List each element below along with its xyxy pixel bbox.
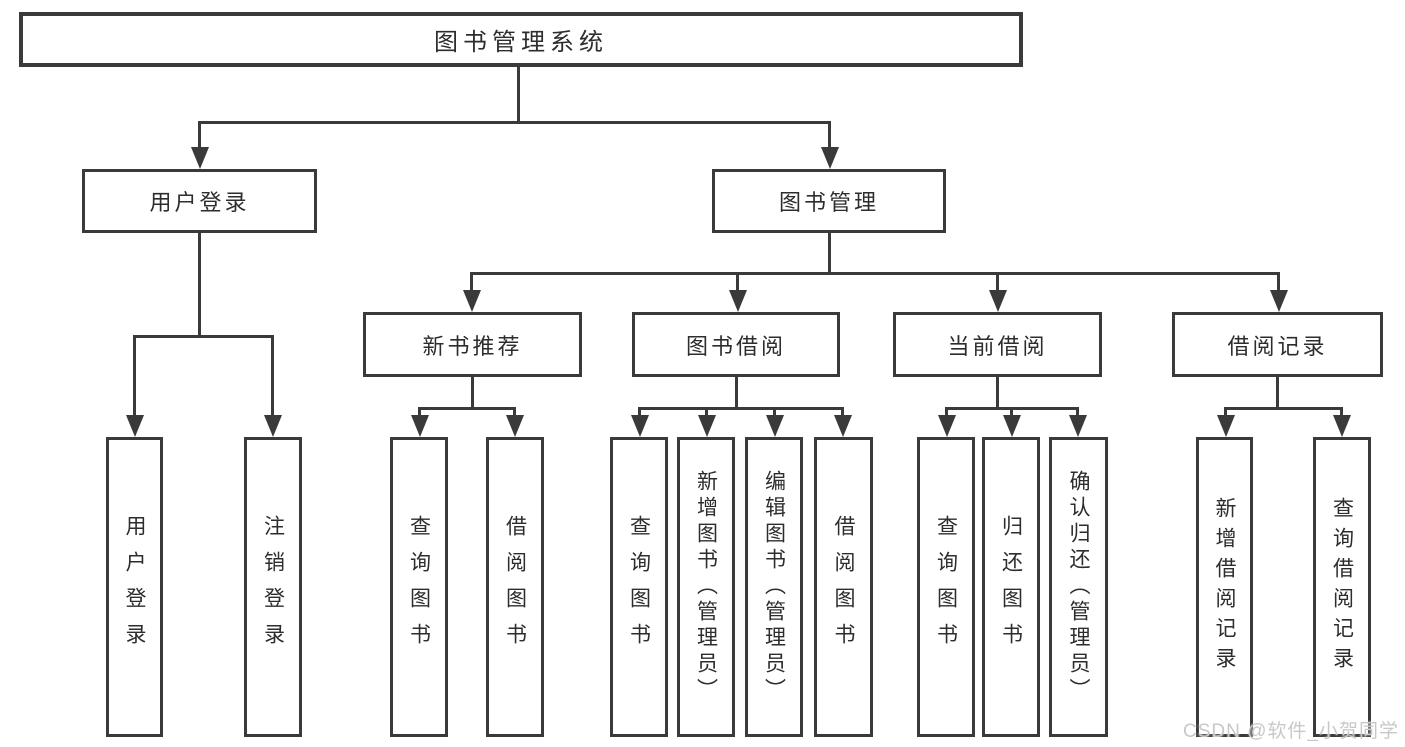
node-root-system: 图书管理系统	[19, 12, 1023, 67]
node-root-label: 图书管理系统	[434, 29, 608, 56]
connector-line	[1224, 407, 1227, 417]
node-book-borrow: 图书借阅	[632, 312, 840, 377]
connector-line	[773, 407, 776, 417]
connector-line	[736, 272, 739, 292]
arrow-down-icon	[1333, 415, 1351, 437]
connector-line	[945, 407, 948, 417]
arrow-down-icon	[938, 415, 956, 437]
connector-line	[1076, 407, 1079, 417]
connector-line	[841, 407, 844, 417]
connector-line	[638, 407, 641, 417]
node-label: 图书管理	[778, 190, 879, 215]
connector-line	[418, 407, 516, 410]
leaf-label: 确认归还（管理员）	[1067, 470, 1090, 704]
connector-line	[517, 67, 520, 121]
connector-line	[1277, 272, 1280, 292]
node-current-borrow: 当前借阅	[893, 312, 1102, 377]
arrow-down-icon	[411, 415, 429, 437]
connector-line	[198, 233, 201, 335]
leaf-query-book-borrow: 查询图书	[610, 437, 668, 737]
node-label: 借阅记录	[1227, 333, 1328, 359]
arrow-down-icon	[264, 415, 282, 437]
leaf-label: 新增图书（管理员）	[694, 470, 718, 704]
connector-line	[470, 272, 1280, 275]
connector-line	[513, 407, 516, 417]
leaf-label: 借阅图书	[503, 515, 527, 659]
arrow-down-icon	[631, 415, 649, 437]
connector-line	[828, 233, 831, 272]
leaf-label: 新增借阅记录	[1213, 497, 1236, 677]
node-new-book-recommend: 新书推荐	[363, 312, 582, 377]
connector-line	[471, 377, 474, 407]
leaf-query-borrow-record: 查询借阅记录	[1313, 437, 1371, 737]
node-book-management: 图书管理	[712, 169, 946, 233]
leaf-logout: 注销登录	[244, 437, 302, 737]
connector-line	[1010, 407, 1013, 417]
connector-line	[996, 377, 999, 407]
connector-line	[1224, 407, 1343, 410]
arrow-down-icon	[989, 290, 1007, 312]
node-borrow-records: 借阅记录	[1172, 312, 1383, 377]
arrow-down-icon	[1270, 290, 1288, 312]
leaf-borrow-book: 借阅图书	[814, 437, 873, 737]
connector-line	[828, 121, 831, 149]
leaf-confirm-return-admin: 确认归还（管理员）	[1049, 437, 1108, 737]
arrow-down-icon	[191, 147, 209, 169]
connector-line	[418, 407, 421, 417]
arrow-down-icon	[1003, 415, 1021, 437]
leaf-add-book-admin: 新增图书（管理员）	[677, 437, 735, 737]
arrow-down-icon	[698, 415, 716, 437]
arrow-down-icon	[821, 147, 839, 169]
leaf-label: 归还图书	[999, 515, 1023, 659]
leaf-label: 用户登录	[123, 515, 146, 659]
node-label: 图书借阅	[685, 333, 786, 359]
arrow-down-icon	[1069, 415, 1087, 437]
connector-line	[996, 272, 999, 292]
leaf-query-book-current: 查询图书	[917, 437, 975, 737]
connector-line	[705, 407, 708, 417]
arrow-down-icon	[506, 415, 524, 437]
arrow-down-icon	[463, 290, 481, 312]
leaf-add-borrow-record: 新增借阅记录	[1196, 437, 1253, 737]
connector-line	[133, 335, 274, 338]
connector-line	[198, 121, 201, 149]
arrow-down-icon	[1217, 415, 1235, 437]
leaf-label: 编辑图书（管理员）	[762, 470, 786, 704]
leaf-label: 注销登录	[261, 515, 285, 659]
node-user-login: 用户登录	[82, 169, 317, 233]
connector-line	[735, 377, 738, 407]
arrow-down-icon	[729, 290, 747, 312]
node-label: 当前借阅	[947, 333, 1048, 359]
arrow-down-icon	[834, 415, 852, 437]
node-label: 用户登录	[149, 190, 250, 215]
connector-line	[470, 272, 473, 292]
connector-line	[271, 335, 274, 417]
connector-line	[1340, 407, 1343, 417]
leaf-edit-book-admin: 编辑图书（管理员）	[745, 437, 803, 737]
leaf-user-login: 用户登录	[106, 437, 163, 737]
connector-line	[1276, 377, 1279, 407]
leaf-label: 借阅图书	[832, 515, 855, 659]
node-label: 新书推荐	[422, 333, 523, 359]
leaf-label: 查询借阅记录	[1330, 497, 1354, 677]
csdn-watermark: CSDN @软件_小贺同学	[1183, 721, 1399, 742]
connector-line	[198, 121, 831, 124]
arrow-down-icon	[126, 415, 144, 437]
leaf-borrow-book-recommend: 借阅图书	[486, 437, 544, 737]
leaf-label: 查询图书	[407, 515, 431, 659]
leaf-label: 查询图书	[934, 515, 958, 659]
connector-line	[638, 407, 844, 410]
connector-line	[133, 335, 136, 417]
leaf-return-book: 归还图书	[982, 437, 1040, 737]
arrow-down-icon	[766, 415, 784, 437]
leaf-query-book-recommend: 查询图书	[390, 437, 448, 737]
leaf-label: 查询图书	[627, 515, 651, 659]
